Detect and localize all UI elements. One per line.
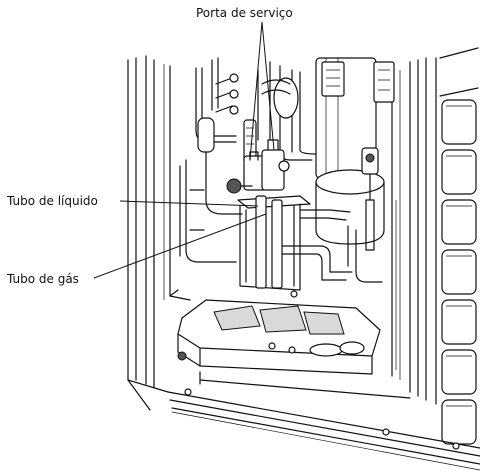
bottom-rails (167, 371, 480, 471)
leader-liquid-pipe (119, 200, 259, 207)
vent-grille (439, 47, 479, 445)
gas-pipe-label: Tubo de gás (7, 272, 79, 286)
liquid-pipe-label: Tubo de líquido (7, 194, 98, 208)
leader-lines (93, 21, 275, 279)
pipe-bracket (237, 195, 353, 298)
leader-service-port-2 (261, 21, 275, 151)
right-valve (347, 147, 383, 283)
right-frame (391, 57, 437, 405)
left-piping (179, 57, 243, 263)
central-piping (243, 61, 317, 165)
left-frame (127, 55, 191, 411)
leader-gas-pipe (93, 213, 267, 279)
leader-service-port-1 (249, 21, 263, 161)
base-pan (177, 299, 381, 375)
service-port-label: Porta de serviço (196, 6, 293, 20)
service-valves (226, 139, 290, 194)
compressor (315, 57, 395, 245)
